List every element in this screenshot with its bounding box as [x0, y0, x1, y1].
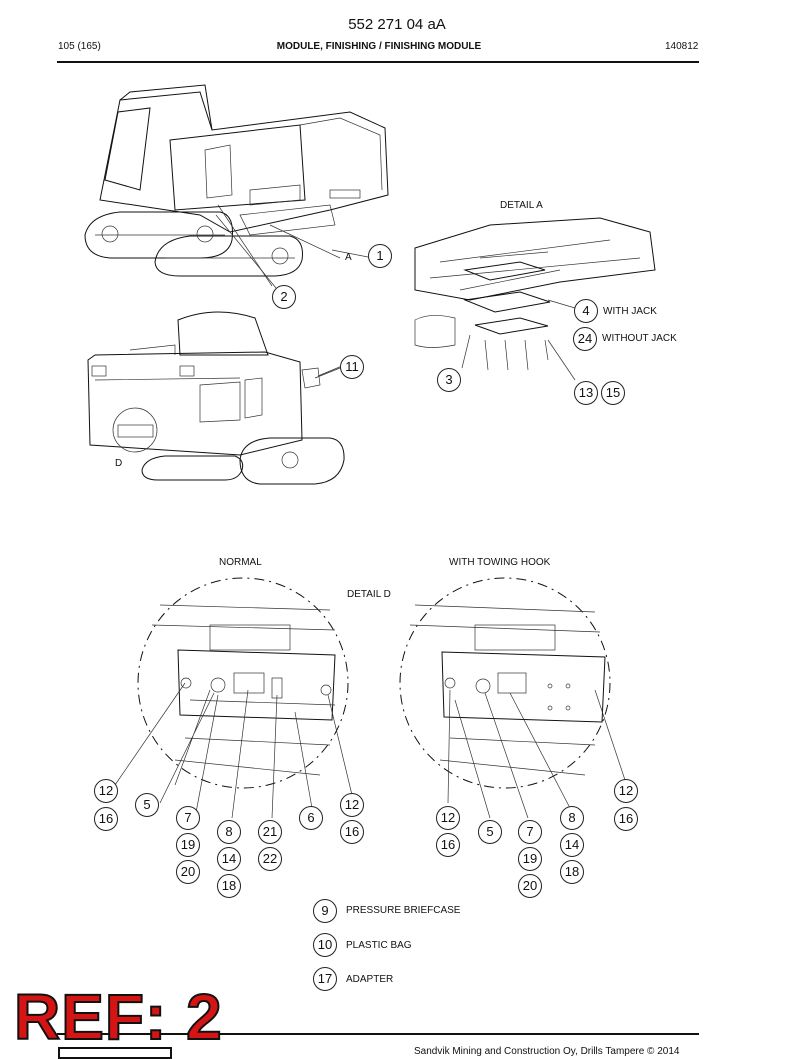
callout-5: 5 — [135, 793, 159, 817]
callout-14: 14 — [560, 833, 584, 857]
machine-view-rear — [84, 84, 389, 287]
callout-8: 8 — [560, 806, 584, 830]
page-number: 105 (165) — [58, 41, 101, 52]
view-a-marker: A — [345, 252, 352, 263]
callout-12: 12 — [94, 779, 118, 803]
callout-18: 18 — [560, 860, 584, 884]
callout-7: 7 — [518, 820, 542, 844]
callout-12: 12 — [436, 806, 460, 830]
callout-19: 19 — [176, 833, 200, 857]
callout-13: 13 — [574, 381, 598, 405]
callout-15: 15 — [601, 381, 625, 405]
callout-20: 20 — [518, 874, 542, 898]
header-rule — [57, 61, 699, 63]
callout-6: 6 — [299, 806, 323, 830]
legend-number: 10 — [313, 933, 337, 957]
callout-16: 16 — [436, 833, 460, 857]
callout-7: 7 — [176, 806, 200, 830]
without-jack-label: WITHOUT JACK — [602, 333, 677, 344]
callout-24: 24 — [573, 327, 597, 351]
detail-d-towing-drawing — [399, 577, 626, 819]
callout-12: 12 — [340, 793, 364, 817]
view-d-marker: D — [115, 458, 123, 469]
callout-19: 19 — [518, 847, 542, 871]
footer-copyright: Sandvik Mining and Construction Oy, Dril… — [414, 1046, 680, 1057]
ref-stamp: REF: 2 — [13, 981, 223, 1053]
callout-20: 20 — [176, 860, 200, 884]
detail-d-label: DETAIL D — [347, 589, 391, 600]
machine-view-front — [87, 311, 345, 485]
callout-16: 16 — [614, 807, 638, 831]
detail-a-label: DETAIL A — [500, 200, 543, 211]
callout-21: 21 — [258, 820, 282, 844]
callout-16: 16 — [94, 807, 118, 831]
callout-5: 5 — [478, 820, 502, 844]
callout-18: 18 — [217, 874, 241, 898]
legend-text: PLASTIC BAG — [346, 940, 412, 951]
callout-22: 22 — [258, 847, 282, 871]
callout-14: 14 — [217, 847, 241, 871]
normal-label: NORMAL — [219, 557, 262, 568]
callout-3: 3 — [437, 368, 461, 392]
callout-8: 8 — [217, 820, 241, 844]
callout-12: 12 — [614, 779, 638, 803]
footer-rule — [57, 1033, 699, 1035]
with-towing-hook-label: WITH TOWING HOOK — [449, 557, 551, 568]
document-number: 552 271 04 aA — [348, 16, 446, 33]
with-jack-label: WITH JACK — [603, 306, 657, 317]
callout-2: 2 — [272, 285, 296, 309]
callout-11: 11 — [340, 355, 364, 379]
callout-4: 4 — [574, 299, 598, 323]
legend-number: 17 — [313, 967, 337, 991]
page-title: MODULE, FINISHING / FINISHING MODULE — [276, 41, 482, 52]
legend-number: 9 — [313, 899, 337, 923]
callout-1: 1 — [368, 244, 392, 268]
legend-text: PRESSURE BRIEFCASE — [346, 905, 461, 916]
date-code: 140812 — [665, 41, 699, 52]
callout-16: 16 — [340, 820, 364, 844]
detail-d-normal-drawing — [114, 577, 353, 819]
legend-text: ADAPTER — [346, 974, 394, 985]
detail-a-drawing — [414, 217, 656, 381]
